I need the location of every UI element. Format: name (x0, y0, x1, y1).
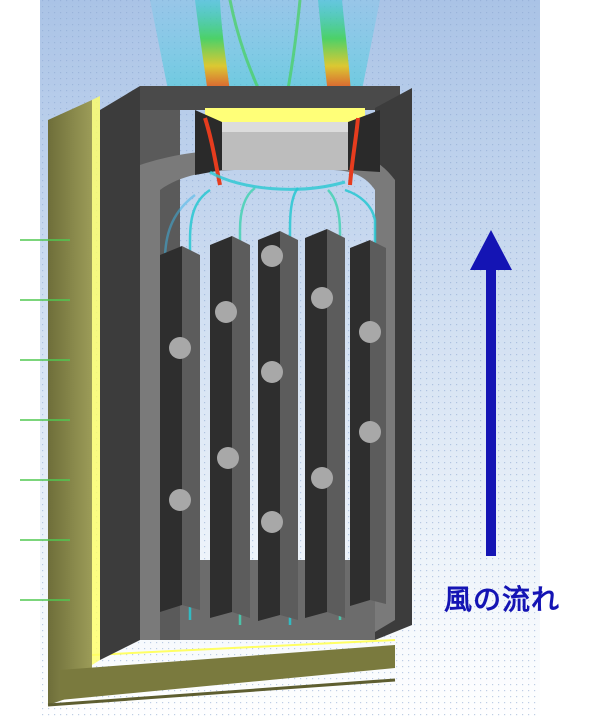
connector (261, 361, 283, 383)
connector (215, 301, 237, 323)
connector (217, 447, 239, 469)
fin-1 (160, 246, 200, 612)
connector (359, 421, 381, 443)
outlet-plume (150, 0, 380, 110)
flow-direction-arrow (470, 230, 512, 556)
outer-frame (47, 96, 396, 707)
fan-outlet (195, 108, 380, 191)
airflow-streamlines (163, 186, 377, 625)
connector (359, 321, 381, 343)
connector (311, 287, 333, 309)
connector (261, 245, 283, 267)
cell-connectors (169, 245, 381, 533)
fin-2 (210, 236, 250, 618)
connector (261, 511, 283, 533)
connector (169, 489, 191, 511)
connector (311, 467, 333, 489)
cell-fins (160, 229, 386, 621)
boundary-markers (20, 239, 70, 601)
connector (169, 337, 191, 359)
fin-3 (258, 231, 298, 621)
flow-direction-label: 風の流れ (444, 583, 561, 616)
fin-4 (305, 229, 345, 618)
